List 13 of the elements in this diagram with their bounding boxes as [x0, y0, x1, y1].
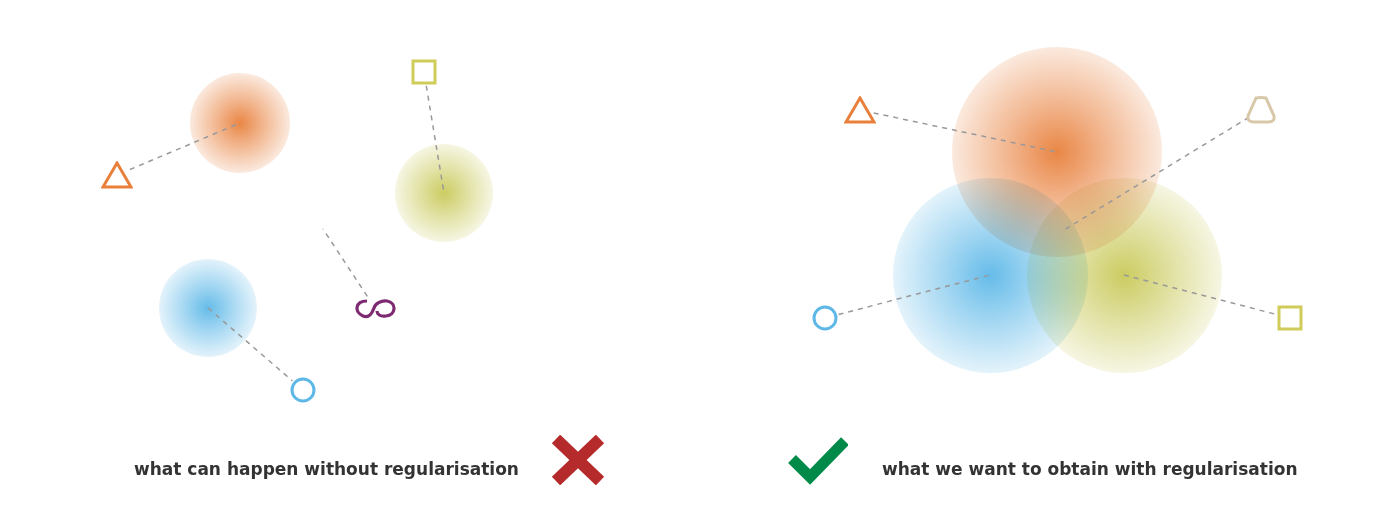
- square-marker: [411, 59, 437, 85]
- squiggle-marker: [353, 296, 397, 320]
- triangle-marker: [101, 161, 133, 189]
- caption-text: what we want to obtain with regularisation: [882, 459, 1298, 479]
- triangle-marker: [844, 96, 876, 124]
- leader-line: [322, 228, 369, 298]
- square-marker: [1277, 305, 1303, 331]
- leader-line: [872, 112, 1058, 153]
- caption-text: what can happen without regularisation: [134, 459, 519, 479]
- rounded-triangle-marker: [1246, 96, 1276, 124]
- leader-line: [1062, 116, 1250, 232]
- leader-line: [207, 307, 294, 382]
- leader-line: [837, 274, 991, 316]
